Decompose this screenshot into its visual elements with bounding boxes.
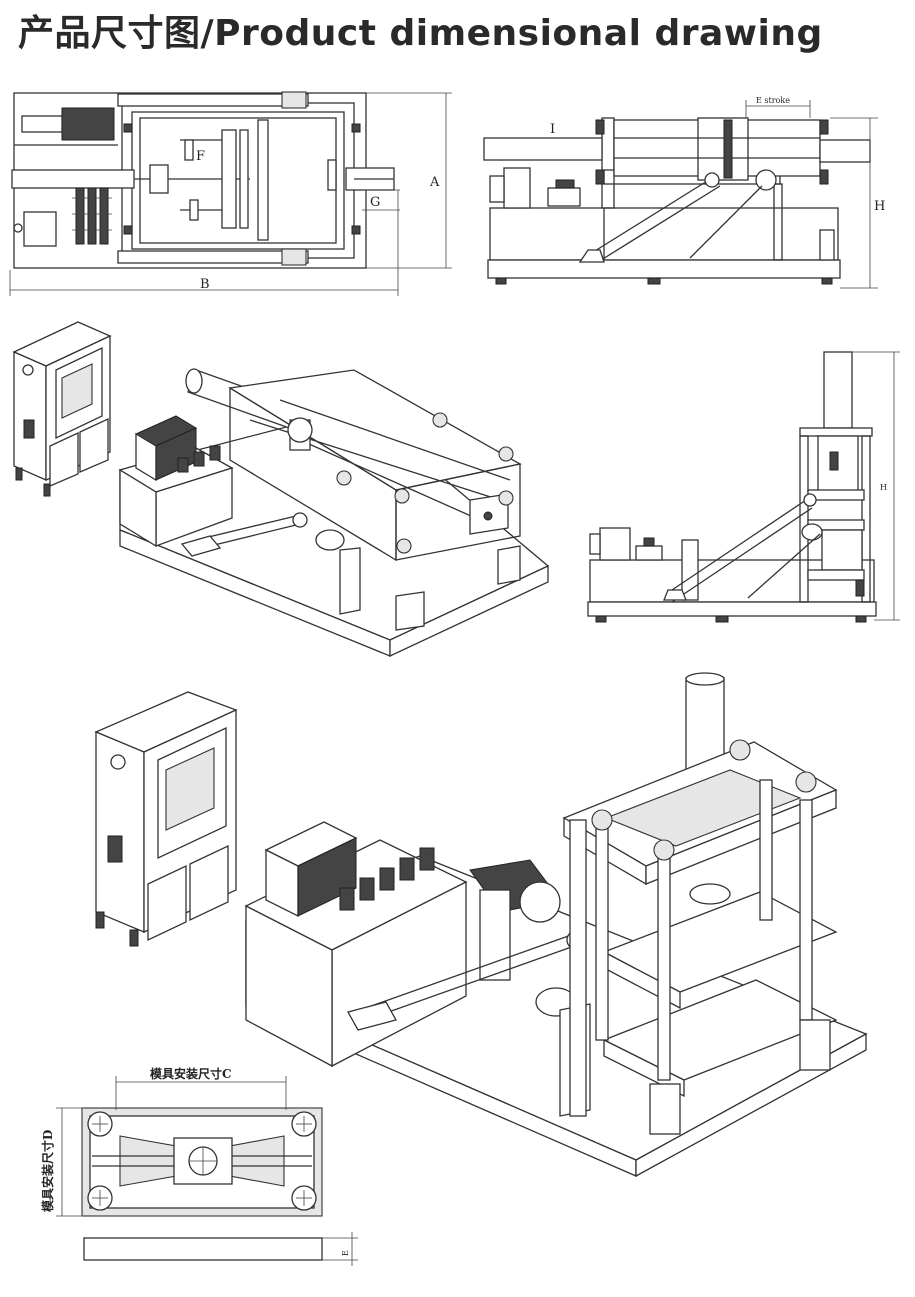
- dim-label-h2: H: [880, 483, 887, 492]
- isometric-vertical-machine: [94, 672, 868, 1178]
- vertical-side-view-drawing: H: [587, 351, 900, 623]
- dim-label-i: I: [550, 122, 555, 137]
- dim-label-stroke: E stroke: [756, 96, 790, 105]
- dim-label-a: A: [429, 175, 440, 190]
- dim-label-g: G: [370, 195, 380, 210]
- dim-label-mold-d: 模具安装尺寸D: [40, 1130, 55, 1212]
- dim-label-thickness: E: [341, 1250, 350, 1256]
- valve-bank: [72, 187, 112, 245]
- valve-bank-vertical: [339, 847, 435, 911]
- side-elevation-drawing: E stroke I H: [483, 96, 885, 289]
- dim-label-b: B: [200, 277, 210, 292]
- dim-label-h: H: [874, 199, 885, 214]
- dim-label-f: F: [196, 149, 205, 164]
- dim-label-mold-c: 模具安装尺寸C: [150, 1066, 232, 1081]
- plan-view-drawing: B A F G: [9, 91, 452, 296]
- page-title: 产品尺寸图/Product dimensional drawing: [18, 13, 823, 54]
- valve-bank-iso: [177, 445, 221, 473]
- isometric-horizontal-machine: [12, 321, 550, 658]
- mold-plate-detail: 模具安装尺寸C 模具安装尺寸D E: [40, 1066, 358, 1266]
